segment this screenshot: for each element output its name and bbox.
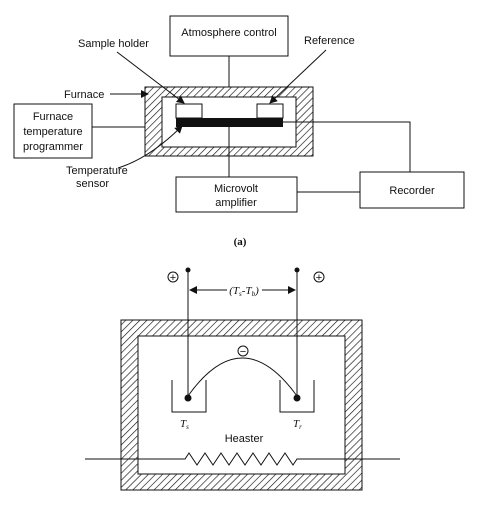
tr-label: Tr bbox=[293, 418, 302, 431]
plus-right: + bbox=[316, 272, 322, 284]
programmer-label-line2: temperature bbox=[23, 126, 82, 138]
heater-resistor bbox=[85, 452, 400, 466]
plus-left-circle bbox=[167, 271, 179, 283]
recorder-label: Recorder bbox=[389, 185, 435, 197]
minus-sign: − bbox=[240, 346, 246, 358]
minus-circle bbox=[237, 345, 249, 357]
diagram-b: + + (Ts-Tb) − Ts Tr Heaster bbox=[85, 267, 400, 491]
sample-holder bbox=[175, 103, 203, 119]
furnace-label: Furnace bbox=[64, 89, 104, 101]
caption-a: (a) bbox=[234, 236, 247, 248]
sensor-label-line1: Temperature bbox=[66, 165, 128, 177]
reference-leader bbox=[269, 49, 327, 104]
amplifier-box bbox=[175, 176, 298, 213]
sample-junction bbox=[184, 394, 192, 402]
temperature-difference-label: (Ts-Tb) bbox=[229, 285, 259, 298]
reference-holder bbox=[256, 103, 284, 119]
programmer-label-line1: Furnace bbox=[33, 111, 73, 123]
recorder-box bbox=[359, 171, 465, 209]
sample-terminal bbox=[185, 267, 191, 273]
amplifier-label-line2: amplifier bbox=[215, 197, 257, 209]
sample-holder-label: Sample holder bbox=[78, 38, 149, 50]
atmosphere-control-label: Atmosphere control bbox=[181, 27, 276, 39]
reference-recorder-line bbox=[283, 121, 411, 172]
programmer-label-line3: programmer bbox=[23, 141, 83, 153]
sample-holder-leader bbox=[116, 51, 185, 104]
heater-label: Heaster bbox=[225, 433, 264, 445]
sample-crucible bbox=[171, 380, 207, 413]
diagram-a: Atmosphere control Sample holder Referen… bbox=[13, 15, 465, 248]
sensor-plate bbox=[176, 118, 283, 127]
ts-label: Ts bbox=[180, 418, 189, 431]
atmosphere-control-box bbox=[169, 15, 289, 57]
reference-junction bbox=[293, 394, 301, 402]
sensor-label-line2: sensor bbox=[76, 178, 109, 190]
reference-label: Reference bbox=[304, 35, 355, 47]
thermocouple-arc bbox=[187, 357, 298, 397]
plus-left: + bbox=[170, 272, 176, 284]
reference-crucible bbox=[279, 380, 315, 413]
programmer-box bbox=[13, 103, 93, 159]
plus-right-circle bbox=[313, 271, 325, 283]
amplifier-label-line1: Microvolt bbox=[214, 183, 258, 195]
sensor-leader bbox=[117, 125, 183, 169]
reference-terminal bbox=[294, 267, 300, 273]
